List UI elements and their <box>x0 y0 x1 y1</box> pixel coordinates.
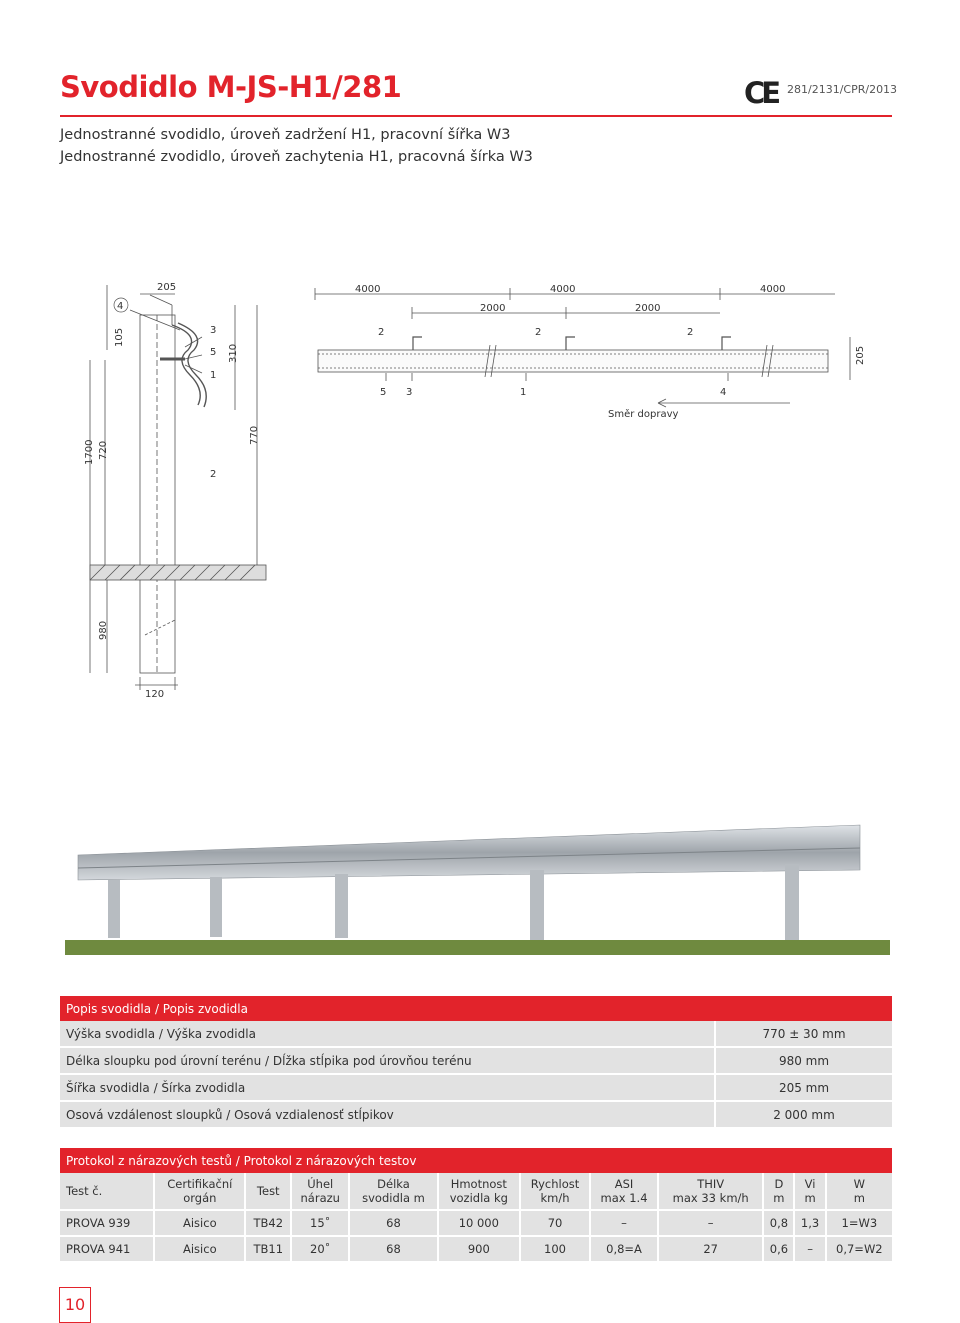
table-cell: 20˚ <box>290 1236 350 1263</box>
section-mark-3: 3 <box>210 325 216 336</box>
plan-post-b: 2 <box>535 327 541 338</box>
table-cell: Aisico <box>153 1236 246 1263</box>
table-cell: PROVA 941 <box>60 1236 155 1263</box>
row-value: 770 ± 30 mm <box>714 1021 892 1048</box>
table-cell: 900 <box>436 1236 521 1263</box>
technical-drawing: 4 205 3 5 1 2 105 310 770 1700 720 980 1… <box>84 282 866 700</box>
plan-half-a: 2000 <box>480 303 505 314</box>
table-row: Délka sloupku pod úrovní terénu / Dĺžka … <box>60 1047 892 1075</box>
plan-mark-1: 1 <box>520 387 526 398</box>
section-dim-980: 980 <box>98 621 109 640</box>
table-cell: 27 <box>657 1236 764 1263</box>
row-label: Výška svodidla / Výška zvodidla <box>60 1021 715 1048</box>
table-cell: Aisico <box>153 1210 246 1237</box>
row-label: Délka sloupku pod úrovní terénu / Dĺžka … <box>60 1047 715 1075</box>
section-mark-4: 4 <box>117 301 123 312</box>
section-dim-205: 205 <box>157 282 176 293</box>
header-divider <box>60 115 892 117</box>
row-value: 980 mm <box>714 1047 892 1075</box>
plan-mark-5: 5 <box>380 387 386 398</box>
crash-tests-table: Protokol z nárazových testů / Protokol z… <box>60 1148 892 1263</box>
column-header: Test <box>244 1173 292 1211</box>
plan-span-b: 4000 <box>550 284 575 295</box>
table-cell: – <box>793 1236 826 1263</box>
table-cell: 68 <box>348 1236 438 1263</box>
section-dim-105: 105 <box>114 328 125 347</box>
table-cell: 15˚ <box>290 1210 350 1237</box>
page-title: Svodidlo M-JS-H1/281 <box>60 70 402 104</box>
column-header: Test č. <box>60 1173 155 1211</box>
table-cell: – <box>589 1210 659 1237</box>
section-dim-1700: 1700 <box>84 440 95 465</box>
guardrail-photo <box>65 824 890 955</box>
ce-mark-logo: CE <box>744 76 781 110</box>
section-mark-5: 5 <box>210 347 216 358</box>
description-table-header: Popis svodidla / Popis zvodidla <box>60 996 892 1021</box>
row-label: Šířka svodidla / Šírka zvodidla <box>60 1074 715 1102</box>
table-cell: 0,8=A <box>589 1236 659 1263</box>
subtitle-cz: Jednostranné svodidlo, úroveň zadržení H… <box>60 127 511 143</box>
plan-width-205: 205 <box>855 346 866 365</box>
section-dim-310: 310 <box>228 344 239 363</box>
row-value: 205 mm <box>714 1074 892 1102</box>
table-row: Osová vzdálenost sloupků / Osová vzdiale… <box>60 1101 892 1129</box>
table-cell: 68 <box>348 1210 438 1237</box>
cross-section-view <box>89 285 267 690</box>
plan-post-a: 2 <box>378 327 384 338</box>
table-row: Šířka svodidla / Šírka zvodidla 205 mm <box>60 1074 892 1102</box>
table-cell: 0,8 <box>762 1210 795 1237</box>
plan-mark-4: 4 <box>720 387 726 398</box>
table-cell: 1=W3 <box>824 1210 892 1237</box>
table-cell: 70 <box>519 1210 591 1237</box>
plan-mark-3: 3 <box>406 387 412 398</box>
plan-dimension-labels: 4000 4000 4000 2000 2000 2 2 2 5 3 1 4 2… <box>355 284 866 420</box>
section-dim-120: 120 <box>145 689 164 700</box>
section-mark-1: 1 <box>210 370 216 381</box>
direction-label: Směr dopravy <box>608 408 679 420</box>
table-cell: TB42 <box>244 1210 292 1237</box>
table-cell: TB11 <box>244 1236 292 1263</box>
table-cell: – <box>657 1210 764 1237</box>
section-mark-2: 2 <box>210 469 216 480</box>
table-row: Výška svodidla / Výška zvodidla 770 ± 30… <box>60 1021 892 1048</box>
table-cell: 0,7=W2 <box>824 1236 892 1263</box>
table-cell: 1,3 <box>793 1210 826 1237</box>
plan-view <box>314 288 851 408</box>
row-label: Osová vzdálenost sloupků / Osová vzdiale… <box>60 1101 715 1129</box>
section-dim-770: 770 <box>249 426 260 445</box>
plan-span-a: 4000 <box>355 284 380 295</box>
plan-post-c: 2 <box>687 327 693 338</box>
certificate-number: 281/2131/CPR/2013 <box>787 83 898 96</box>
section-dim-720: 720 <box>98 441 109 460</box>
page-number: 10 <box>59 1287 91 1323</box>
tests-table-header: Protokol z nárazových testů / Protokol z… <box>60 1148 892 1173</box>
table-cell: 10 000 <box>436 1210 521 1237</box>
description-table: Popis svodidla / Popis zvodidla Výška sv… <box>60 996 892 1129</box>
section-dimension-labels: 4 205 3 5 1 2 105 310 770 1700 720 980 1… <box>84 282 260 700</box>
subtitle-sk: Jednostranné zvodidlo, úroveň zachytenia… <box>60 149 533 165</box>
plan-half-b: 2000 <box>635 303 660 314</box>
table-cell: 0,6 <box>762 1236 795 1263</box>
row-value: 2 000 mm <box>714 1101 892 1129</box>
table-cell: PROVA 939 <box>60 1210 155 1237</box>
table-cell: 100 <box>519 1236 591 1263</box>
plan-span-c: 4000 <box>760 284 785 295</box>
